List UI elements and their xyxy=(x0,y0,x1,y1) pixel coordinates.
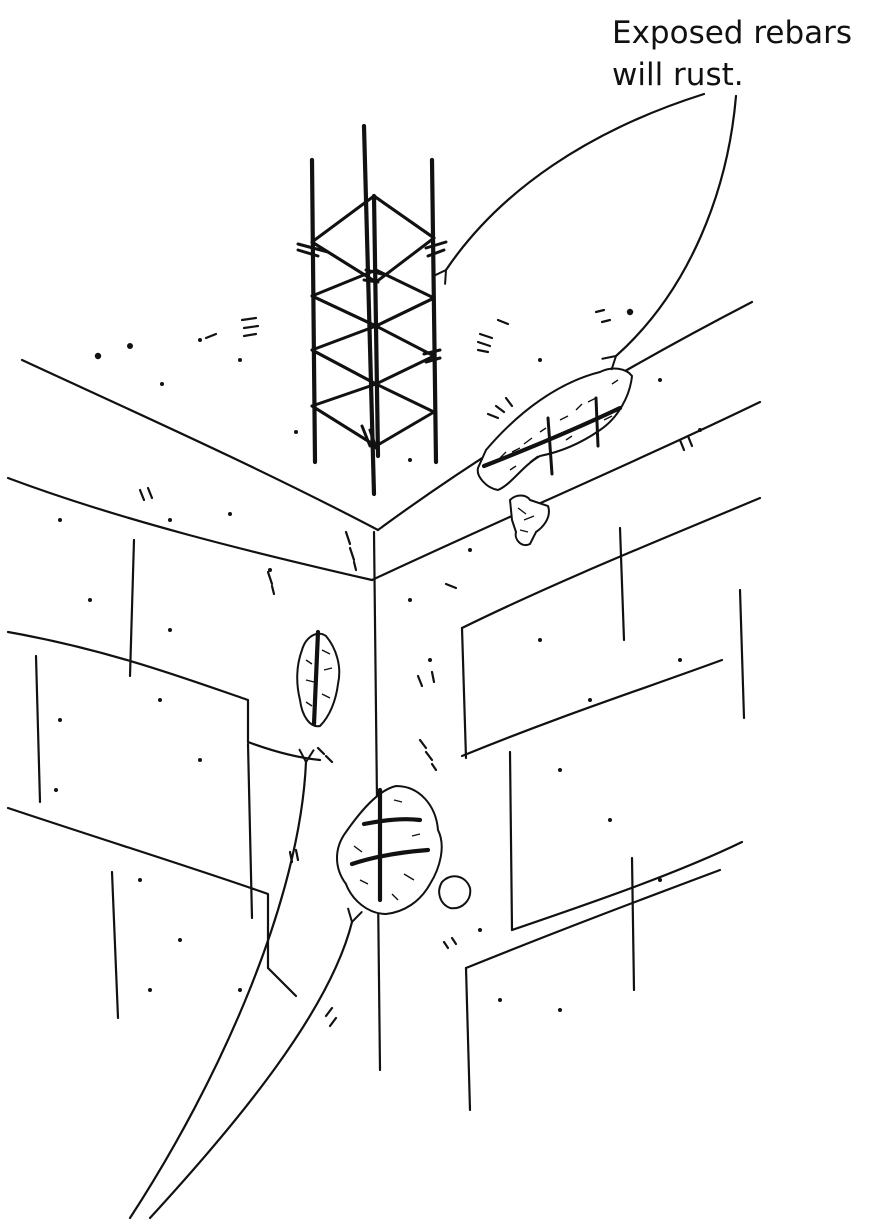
left-wall-blocks xyxy=(8,540,320,1018)
rebar-cage xyxy=(298,126,446,494)
spall-top-right xyxy=(478,369,632,546)
spall-corner xyxy=(337,786,470,914)
arrow-to-top-spall xyxy=(616,96,736,356)
arrow-to-rebar-cage xyxy=(446,94,704,270)
annotation-line-1: Exposed rebars xyxy=(612,18,852,49)
arrow-to-left-spall xyxy=(130,762,306,1218)
spall-left-wall xyxy=(297,632,339,726)
annotation-line-2: will rust. xyxy=(612,60,744,91)
arrow-to-corner-spall xyxy=(150,922,352,1218)
right-wall-blocks xyxy=(462,498,760,1110)
